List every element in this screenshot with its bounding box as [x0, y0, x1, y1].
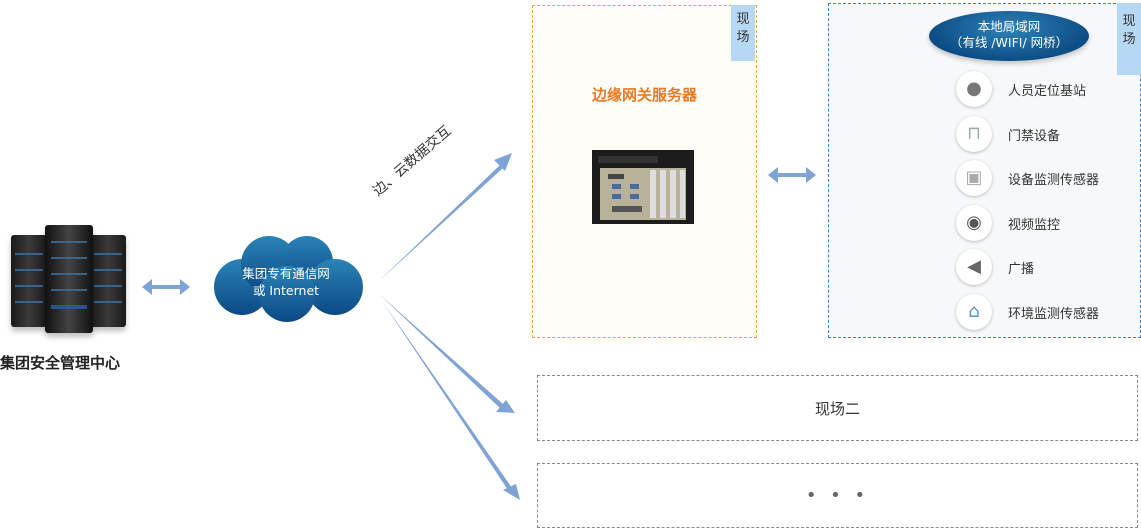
site-two-label: 现场二	[814, 399, 860, 418]
edge-gateway-title: 边缘网关服务器	[591, 86, 697, 104]
device-label: 设备监测传感器	[1008, 173, 1100, 188]
device-label: 环境监测传感器	[1008, 307, 1100, 322]
server-rack-icon	[11, 235, 47, 327]
industrial-pc-icon	[592, 150, 694, 224]
cloud-icon	[214, 236, 363, 322]
device-label: 人员定位基站	[1008, 84, 1087, 99]
network-label-line2: 或 Internet	[252, 283, 320, 298]
access-gate-icon: ⊓	[956, 116, 992, 152]
more-sites-panel: • • •	[537, 463, 1138, 528]
more-sites-ellipsis: • • •	[805, 485, 870, 506]
network-label-line1: 集团专有通信网	[242, 266, 330, 281]
lan-title: 本地局域网	[977, 19, 1041, 34]
edge-lan-double-arrow	[768, 167, 816, 183]
network-label: 集团专有通信网 或 Internet	[207, 265, 365, 299]
server-rack-icon	[90, 235, 126, 327]
lan-node: 本地局域网 （有线 /WIFI/ 网桥）	[929, 11, 1089, 61]
device-label: 门禁设备	[1008, 129, 1061, 144]
lan-subtitle: （有线 /WIFI/ 网桥）	[949, 35, 1069, 50]
person-locator-icon: ●	[956, 71, 992, 107]
site-two-panel: 现场二	[537, 375, 1138, 441]
hq-server-racks	[8, 225, 128, 335]
device-label: 视频监控	[1008, 218, 1061, 233]
cloud-to-more-sites-arrow	[380, 298, 520, 500]
sensor-box-icon: ▣	[956, 160, 992, 196]
weather-station-icon: ⌂	[956, 294, 992, 330]
site-tag: 现场	[1117, 3, 1141, 75]
server-rack-icon	[45, 225, 93, 333]
hq-label: 集团安全管理中心	[0, 354, 121, 372]
loudspeaker-icon: ◀	[956, 249, 992, 285]
hq-cloud-double-arrow	[142, 279, 190, 295]
cloud-to-site-two-arrow	[380, 295, 515, 413]
edge-cloud-link-label: 边、云数据交互	[369, 122, 455, 200]
cctv-camera-icon: ◉	[956, 205, 992, 241]
device-label: 广播	[1008, 262, 1035, 277]
site-tag: 现场	[731, 5, 755, 61]
